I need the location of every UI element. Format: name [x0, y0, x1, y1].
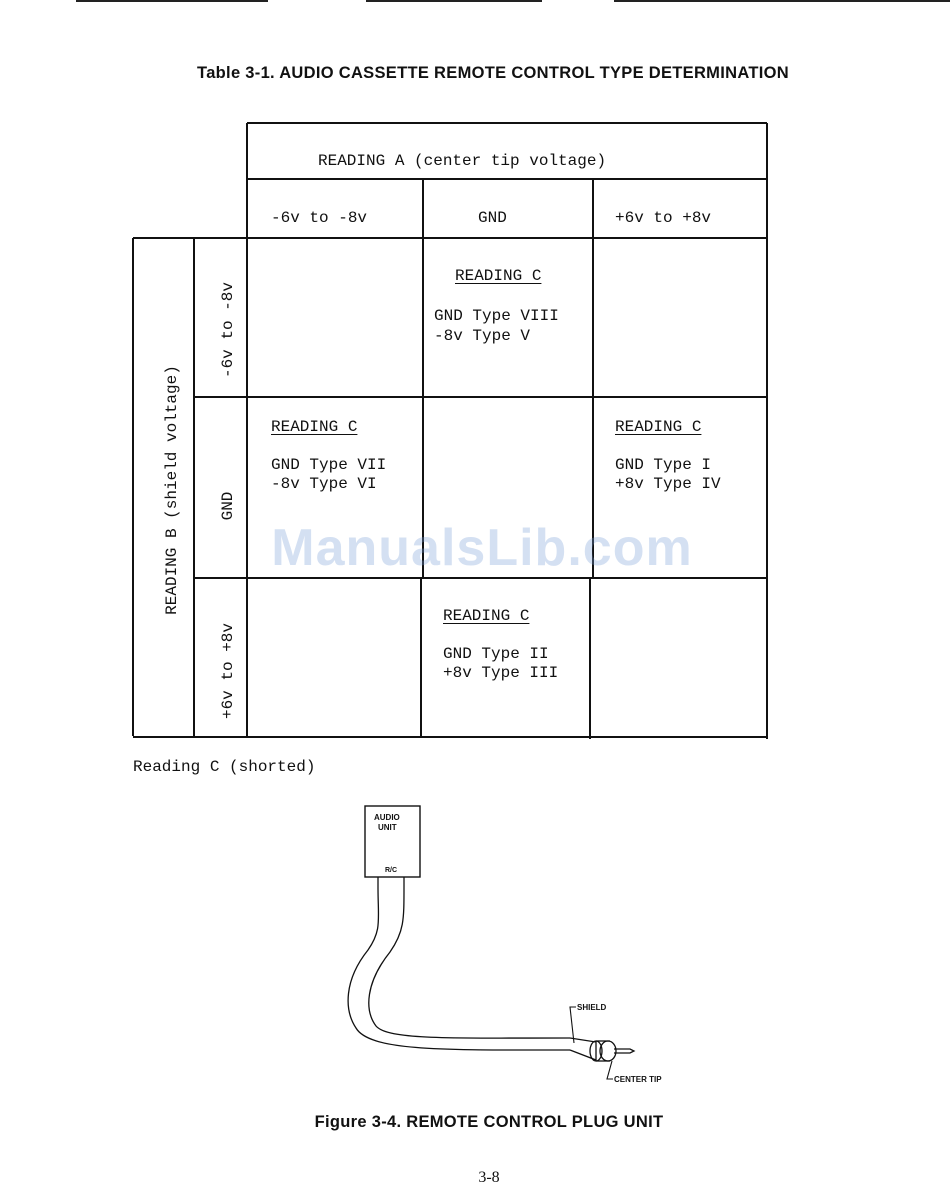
top-rule-right	[614, 0, 950, 2]
center-tip-label: CENTER TIP	[614, 1075, 662, 1084]
cell-r3c2-line1: GND Type II	[443, 645, 549, 663]
cell-r2c1-line1: GND Type VII	[271, 456, 387, 474]
cell-r2c3-line1: GND Type I	[615, 456, 712, 474]
reading-b-header: READING B (shield voltage)	[163, 365, 181, 615]
cell-r2c3-line2: +8v Type IV	[615, 475, 721, 493]
watermark: ManualsLib.com	[271, 519, 693, 577]
top-rule-left	[76, 0, 268, 2]
row-label-neg: -6v to -8v	[219, 282, 237, 379]
remote-control-plug-diagram	[347, 805, 636, 1080]
cable	[347, 886, 571, 1051]
page-number: 3-8	[478, 1169, 500, 1186]
table-title: Table 3-1. AUDIO CASSETTE REMOTE CONTROL…	[197, 64, 789, 82]
center-tip-pin	[614, 1048, 636, 1054]
table-grid	[132, 122, 768, 739]
audio-unit-box	[364, 805, 421, 878]
jack-nub	[377, 877, 405, 887]
column-label-neg: -6v to -8v	[271, 209, 368, 227]
audio-unit-label-line1: AUDIO	[374, 813, 400, 822]
cell-r2c1-line2: -8v Type VI	[271, 475, 377, 493]
cell-r2c3-heading: READING C	[615, 418, 702, 436]
audio-unit-label-line2: UNIT	[378, 823, 397, 832]
cell-r1c2-line2: -8v Type V	[434, 327, 531, 345]
jack-label: R/C	[385, 867, 398, 874]
shield-label: SHIELD	[577, 1003, 607, 1012]
top-rule-mid	[366, 0, 542, 2]
table-footnote: Reading C (shorted)	[133, 758, 316, 776]
cell-r1c2-heading: READING C	[455, 267, 542, 285]
column-label-gnd: GND	[478, 209, 507, 227]
cell-r3c2-line2: +8v Type III	[443, 664, 559, 682]
reading-a-header: READING A (center tip voltage)	[318, 152, 607, 170]
figure-caption: Figure 3-4. REMOTE CONTROL PLUG UNIT	[314, 1113, 664, 1131]
cell-r1c2-line1: GND Type VIII	[434, 307, 559, 325]
plug-sleeve	[569, 1037, 617, 1062]
column-label-pos: +6v to +8v	[615, 209, 712, 227]
cell-r2c1-heading: READING C	[271, 418, 358, 436]
row-label-pos: +6v to +8v	[219, 623, 237, 720]
leader-lines	[569, 1006, 613, 1080]
cell-r3c2-heading: READING C	[443, 607, 530, 625]
